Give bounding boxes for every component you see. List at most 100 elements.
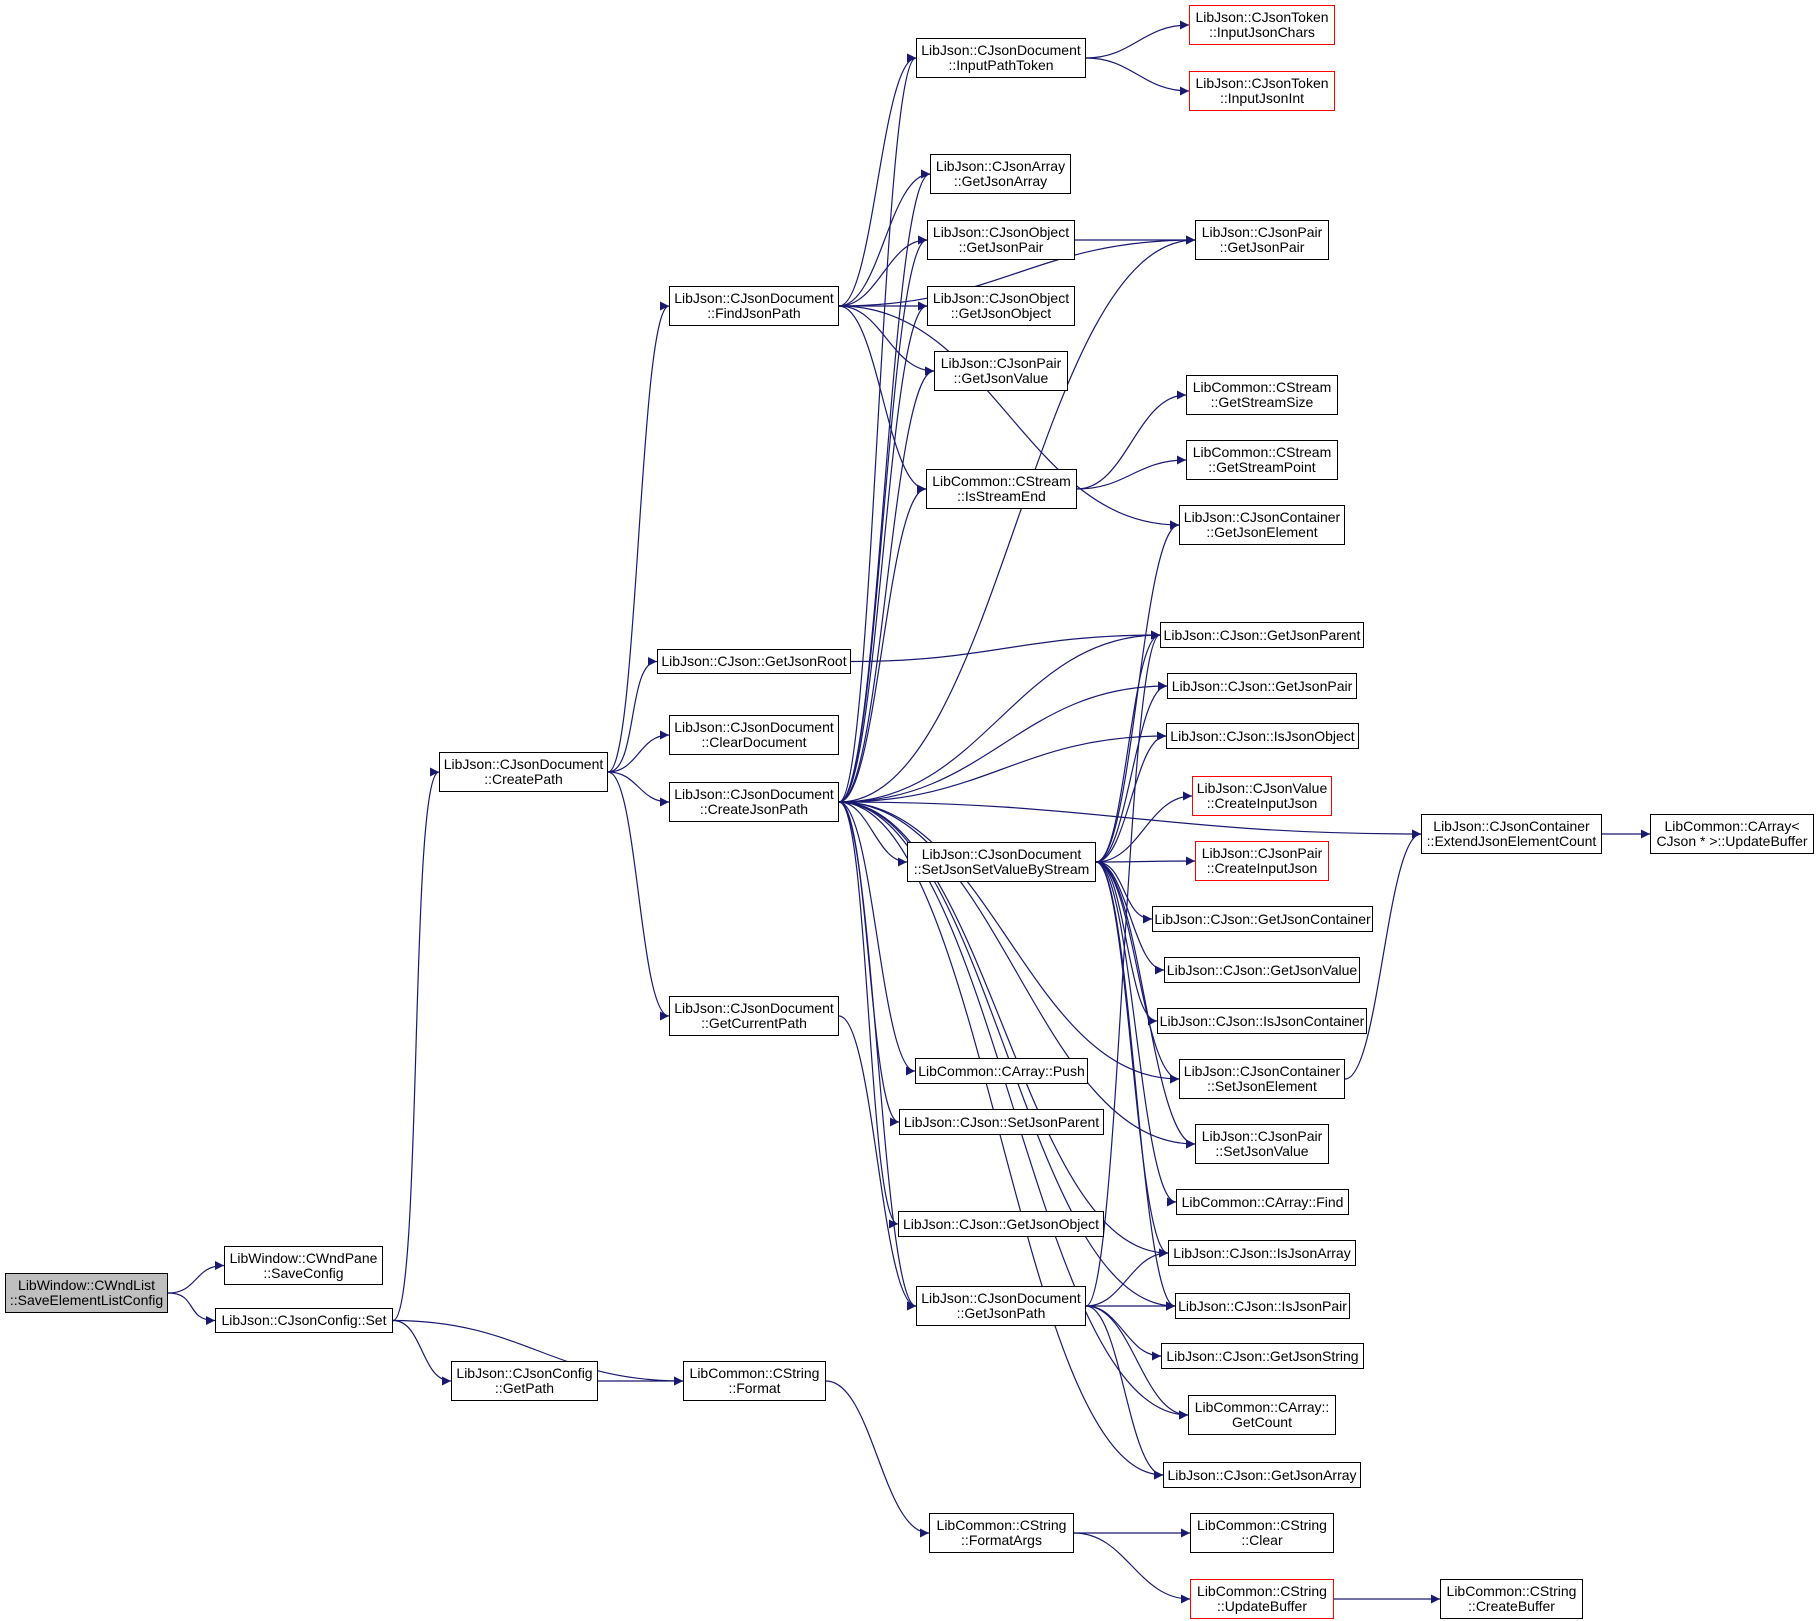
edge-findjsonpath-to-pair_getjsonpair <box>838 235 1196 307</box>
node-jsonconfig-set[interactable]: LibJson::CJsonConfig::Set <box>215 1308 393 1333</box>
edge-createjsonpath-to-carray_getcount <box>838 801 1189 1420</box>
node-label-line: ::Clear <box>1241 1532 1283 1548</box>
node-findjsonpath[interactable]: LibJson::CJsonDocument::FindJsonPath <box>669 286 839 326</box>
node-label-line: LibCommon::CString <box>1446 1583 1577 1599</box>
node-label-line: GetCount <box>1232 1414 1292 1430</box>
node-container-setjsonelement[interactable]: LibJson::CJsonContainer::SetJsonElement <box>1179 1059 1345 1099</box>
node-label-line: ::GetPath <box>494 1380 555 1396</box>
edge-setjsonsetvaluebystream-to-getjsonparent <box>1095 630 1161 863</box>
node-label-line: LibJson::CJsonDocument <box>674 719 834 735</box>
node-carray-find[interactable]: LibCommon::CArray::Find <box>1176 1189 1349 1215</box>
node-getstreampoint[interactable]: LibCommon::CStream::GetStreamPoint <box>1186 440 1338 480</box>
node-label-line: LibJson::CJson::IsJsonObject <box>1170 727 1355 744</box>
node-createpath[interactable]: LibJson::CJsonDocument::CreatePath <box>439 752 608 792</box>
node-label-line: LibCommon::CString <box>936 1517 1067 1533</box>
node-setjsonsetvaluebystream[interactable]: LibJson::CJsonDocument::SetJsonSetValueB… <box>907 842 1096 882</box>
edge-getjsonpath-to-carray_getcount <box>1085 1305 1189 1420</box>
node-formatargs[interactable]: LibCommon::CString::FormatArgs <box>929 1513 1074 1553</box>
edge-getjsonroot-to-getjsonparent <box>850 630 1161 663</box>
node-container-getjsonelement[interactable]: LibJson::CJsonContainer::GetJsonElement <box>1179 505 1345 545</box>
node-wndpane-saveconfig[interactable]: LibWindow::CWndPane::SaveConfig <box>224 1246 383 1285</box>
node-setjsonparent[interactable]: LibJson::CJson::SetJsonParent <box>899 1109 1104 1135</box>
node-cstring-format[interactable]: LibCommon::CString::Format <box>683 1361 826 1401</box>
node-label-line: CJson * >::UpdateBuffer <box>1656 833 1808 849</box>
node-label-line: LibJson::CJson::IsJsonContainer <box>1159 1012 1365 1029</box>
node-cjson-getjsonpair[interactable]: LibJson::CJson::GetJsonPair <box>1167 673 1357 699</box>
node-carray-updatebuffer[interactable]: LibCommon::CArray< CJson * >::UpdateBuff… <box>1650 814 1814 854</box>
node-inputjsonchars[interactable]: LibJson::CJsonToken::InputJsonChars <box>1189 5 1335 45</box>
node-cstring-createbuffer[interactable]: LibCommon::CString::CreateBuffer <box>1440 1579 1583 1619</box>
node-cjson-getjsonarray[interactable]: LibJson::CJson::GetJsonArray <box>1163 1462 1361 1488</box>
node-label-line: ::CreateBuffer <box>1468 1598 1555 1614</box>
node-label-line: ::SetJsonValue <box>1215 1143 1309 1159</box>
node-pair-setjsonvalue[interactable]: LibJson::CJsonPair::SetJsonValue <box>1195 1124 1329 1164</box>
node-label-line: LibJson::CJson::GetJsonContainer <box>1154 910 1371 927</box>
node-label-line: LibJson::CJsonDocument <box>443 756 604 772</box>
node-getjsonroot[interactable]: LibJson::CJson::GetJsonRoot <box>657 649 851 674</box>
edge-createjsonpath-to-setjsonsetvaluebystream <box>838 801 908 867</box>
node-label-line: LibCommon::CString <box>1197 1517 1327 1533</box>
edge-jsonconfig_set-to-jsonconfig_getpath <box>392 1319 452 1386</box>
node-inputpathtoken[interactable]: LibJson::CJsonDocument::InputPathToken <box>916 38 1086 78</box>
node-label-line: LibJson::CJsonPair <box>1201 1128 1323 1144</box>
node-label-line: LibWindow::CWndList <box>18 1277 155 1293</box>
edge-createjsonpath-to-array_getjsonarray <box>838 169 931 803</box>
node-cleardocument[interactable]: LibJson::CJsonDocument::ClearDocument <box>669 715 839 755</box>
node-object-getjsonobject[interactable]: LibJson::CJsonObject::GetJsonObject <box>927 286 1075 326</box>
node-getjsonparent[interactable]: LibJson::CJson::GetJsonParent <box>1160 622 1364 648</box>
edge-setjsonsetvaluebystream-to-isjsonpair <box>1095 861 1176 1311</box>
edge-isstreamend-to-getstreampoint <box>1076 455 1187 490</box>
edge-createjsonpath-to-object_getjsonobject <box>838 301 928 803</box>
edge-isstreamend-to-getstreamsize <box>1076 390 1187 490</box>
node-isjsoncontainer[interactable]: LibJson::CJson::IsJsonContainer <box>1157 1008 1367 1034</box>
node-label-line: LibJson::CJsonDocument <box>921 846 1082 862</box>
node-label-line: ::CreateInputJson <box>1206 860 1318 876</box>
node-pair-createinputjson[interactable]: LibJson::CJsonPair::CreateInputJson <box>1195 841 1329 881</box>
node-label-line: LibJson::CJson::GetJsonArray <box>1167 1466 1357 1483</box>
node-extendjsonelementcount[interactable]: LibJson::CJsonContainer::ExtendJsonEleme… <box>1421 814 1602 854</box>
node-label-line: LibJson::CJsonValue <box>1196 780 1328 796</box>
node-createjsonpath[interactable]: LibJson::CJsonDocument::CreateJsonPath <box>669 782 839 822</box>
node-object-getjsonpair[interactable]: LibJson::CJsonObject::GetJsonPair <box>927 220 1075 260</box>
node-cstring-updatebuffer[interactable]: LibCommon::CString::UpdateBuffer <box>1190 1579 1334 1619</box>
edge-jsonconfig_set-to-cstring_format <box>392 1319 684 1386</box>
edge-root-to-wndpane_saveconfig <box>167 1261 225 1294</box>
edge-setjsonsetvaluebystream-to-cjson_getjsonpair <box>1095 681 1168 863</box>
edge-setjsonsetvaluebystream-to-pair_setjsonvalue <box>1095 861 1196 1149</box>
node-carray-push[interactable]: LibCommon::CArray::Push <box>915 1058 1088 1084</box>
node-label-line: ::SaveElementListConfig <box>9 1292 164 1308</box>
edge-inputpathtoken-to-inputjsonint <box>1085 57 1190 96</box>
node-pair-getjsonvalue[interactable]: LibJson::CJsonPair::GetJsonValue <box>934 351 1068 391</box>
node-jsonconfig-getpath[interactable]: LibJson::CJsonConfig::GetPath <box>451 1361 598 1401</box>
edge-findjsonpath-to-array_getjsonarray <box>838 169 931 307</box>
node-inputjsonint[interactable]: LibJson::CJsonToken::InputJsonInt <box>1189 71 1335 111</box>
node-getstreamsize[interactable]: LibCommon::CStream::GetStreamSize <box>1186 375 1338 415</box>
node-cstring-clear[interactable]: LibCommon::CString::Clear <box>1190 1513 1334 1553</box>
edge-createpath-to-cleardocument <box>607 730 670 773</box>
node-label-line: LibJson::CJsonToken <box>1195 75 1329 91</box>
node-carray-getcount[interactable]: LibCommon::CArray::GetCount <box>1188 1395 1336 1435</box>
edge-setjsonsetvaluebystream-to-isjsonobject <box>1095 731 1167 863</box>
node-value-createinputjson[interactable]: LibJson::CJsonValue::CreateInputJson <box>1192 776 1332 816</box>
node-cjson-getjsonvalue[interactable]: LibJson::CJson::GetJsonValue <box>1164 957 1360 983</box>
node-cjson-getjsonobject[interactable]: LibJson::CJson::GetJsonObject <box>898 1211 1104 1237</box>
node-array-getjsonarray[interactable]: LibJson::CJsonArray::GetJsonArray <box>930 154 1071 194</box>
node-getjsonstring[interactable]: LibJson::CJson::GetJsonString <box>1161 1343 1364 1369</box>
node-pair-getjsonpair[interactable]: LibJson::CJsonPair::GetJsonPair <box>1195 220 1329 260</box>
node-isjsonobject[interactable]: LibJson::CJson::IsJsonObject <box>1166 723 1359 749</box>
node-label-line: LibJson::CJson::GetJsonObject <box>902 1215 1100 1232</box>
node-isjsonarray[interactable]: LibJson::CJson::IsJsonArray <box>1168 1240 1356 1266</box>
node-isstreamend[interactable]: LibCommon::CStream::IsStreamEnd <box>926 469 1077 509</box>
node-getcurrentpath[interactable]: LibJson::CJsonDocument::GetCurrentPath <box>669 996 839 1036</box>
node-isjsonpair[interactable]: LibJson::CJson::IsJsonPair <box>1175 1293 1350 1319</box>
node-label-line: ::FindJsonPath <box>707 305 801 321</box>
node-label-line: LibJson::CJson::IsJsonArray <box>1173 1244 1351 1261</box>
node-label-line: ::IsStreamEnd <box>957 488 1046 504</box>
node-getjsoncontainer[interactable]: LibJson::CJson::GetJsonContainer <box>1152 906 1373 932</box>
node-label-line: LibCommon::CArray::Find <box>1181 1193 1344 1210</box>
node-getjsonpath[interactable]: LibJson::CJsonDocument::GetJsonPath <box>916 1286 1086 1326</box>
node-label-line: ::GetJsonArray <box>953 173 1048 189</box>
edge-setjsonsetvaluebystream-to-getjsoncontainer <box>1095 861 1153 924</box>
